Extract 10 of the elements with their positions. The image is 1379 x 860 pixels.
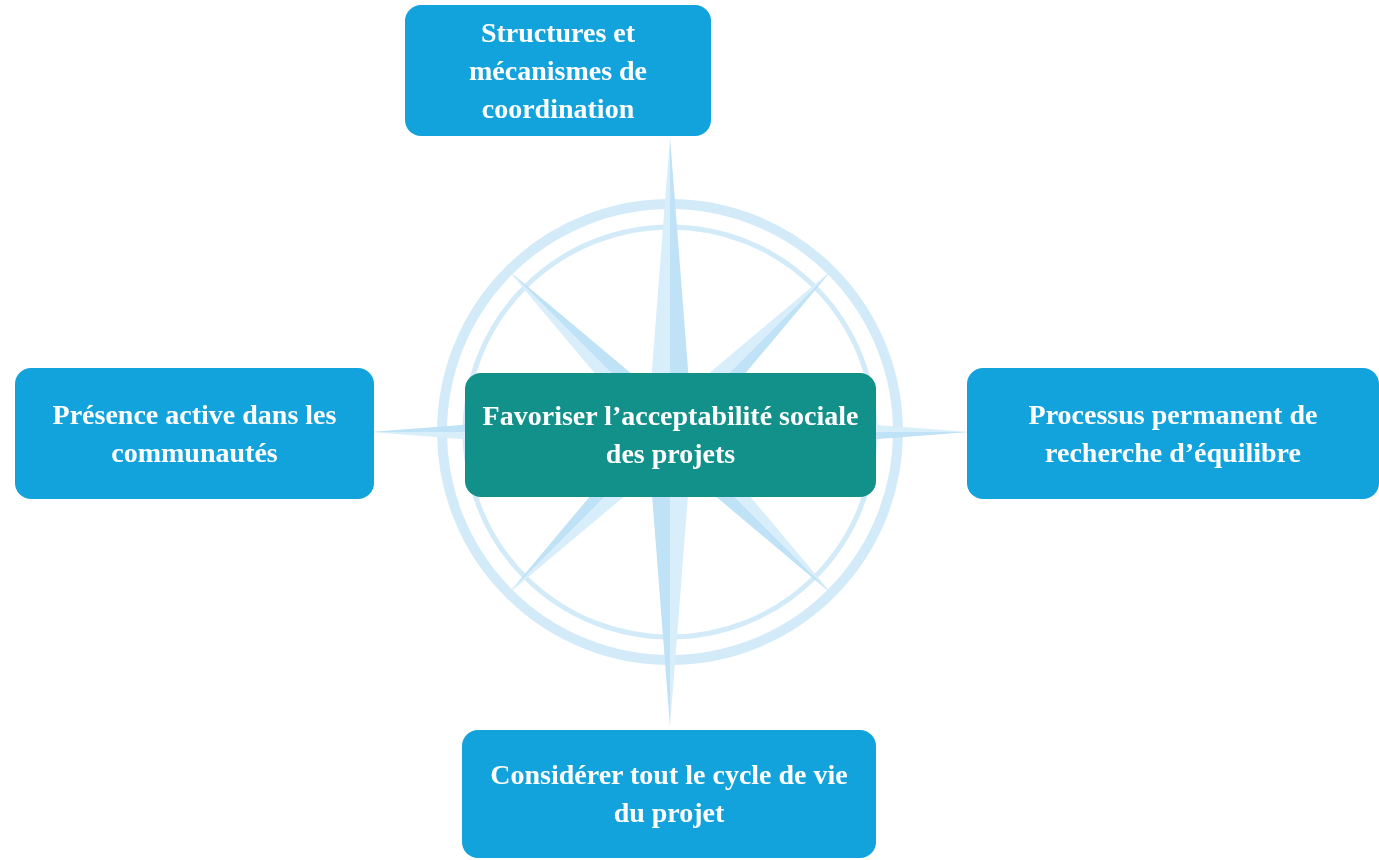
central-box xyxy=(465,373,876,497)
box-label: Favoriser l’acceptabilité sociale des projets xyxy=(481,399,860,471)
box-label: Structures et mécanismes de coordination xyxy=(467,15,649,126)
box-label: Processus permanent de recherche d’équilibre xyxy=(1027,397,1319,470)
topic-box xyxy=(15,368,374,499)
box-label: Considérer tout le cycle de vie du projet xyxy=(489,758,849,830)
topic-box xyxy=(405,5,711,136)
topic-box xyxy=(967,368,1379,499)
topic-box xyxy=(462,730,876,858)
box-label: Présence active dans les communautés xyxy=(51,397,338,470)
